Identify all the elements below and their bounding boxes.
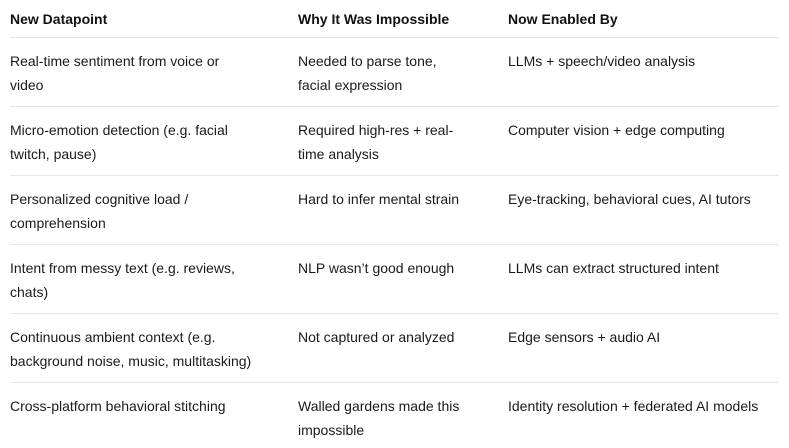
table-cell-why: Required high-res + real- time analysis xyxy=(298,122,454,162)
header-cell-new-datapoint: New Datapoint xyxy=(10,11,108,27)
table-cell-datapoint: Cross-platform behavioral stitching xyxy=(10,398,226,414)
table-header-row: New Datapoint Why It Was Impossible Now … xyxy=(10,0,779,38)
table-cell-why: Needed to parse tone, facial expression xyxy=(298,53,437,93)
table-cell-enabled: Computer vision + edge computing xyxy=(508,122,725,138)
table-cell-datapoint: Real-time sentiment from voice or video xyxy=(10,53,220,93)
table-cell-why: Not captured or analyzed xyxy=(298,329,455,345)
table-row: Micro-emotion detection (e.g. facial twi… xyxy=(10,107,779,176)
table-cell-datapoint: Continuous ambient context (e.g. backgro… xyxy=(10,329,252,369)
table-cell-enabled: Edge sensors + audio AI xyxy=(508,329,661,345)
table-cell-datapoint: Intent from messy text (e.g. reviews, ch… xyxy=(10,260,235,300)
table-cell-datapoint: Personalized cognitive load / comprehens… xyxy=(10,191,189,231)
table-cell-why: Walled gardens made this impossible xyxy=(298,398,460,438)
table-cell-datapoint: Micro-emotion detection (e.g. facial twi… xyxy=(10,122,228,162)
data-table: New Datapoint Why It Was Impossible Now … xyxy=(10,0,779,448)
table-row: Continuous ambient context (e.g. backgro… xyxy=(10,314,779,383)
table-cell-why: NLP wasn’t good enough xyxy=(298,260,455,276)
header-cell-now-enabled: Now Enabled By xyxy=(508,11,618,27)
table-row: Intent from messy text (e.g. reviews, ch… xyxy=(10,245,779,314)
table-row: Real-time sentiment from voice or video … xyxy=(10,38,779,107)
table-row: Personalized cognitive load / comprehens… xyxy=(10,176,779,245)
table-row: Cross-platform behavioral stitching Wall… xyxy=(10,383,779,448)
table-cell-enabled: Identity resolution + federated AI model… xyxy=(508,398,759,414)
table-cell-why: Hard to infer mental strain xyxy=(298,191,460,207)
header-cell-why-impossible: Why It Was Impossible xyxy=(298,11,450,27)
table-cell-enabled: Eye-tracking, behavioral cues, AI tutors xyxy=(508,191,751,207)
table-cell-enabled: LLMs + speech/video analysis xyxy=(508,53,696,69)
table-cell-enabled: LLMs can extract structured intent xyxy=(508,260,719,276)
